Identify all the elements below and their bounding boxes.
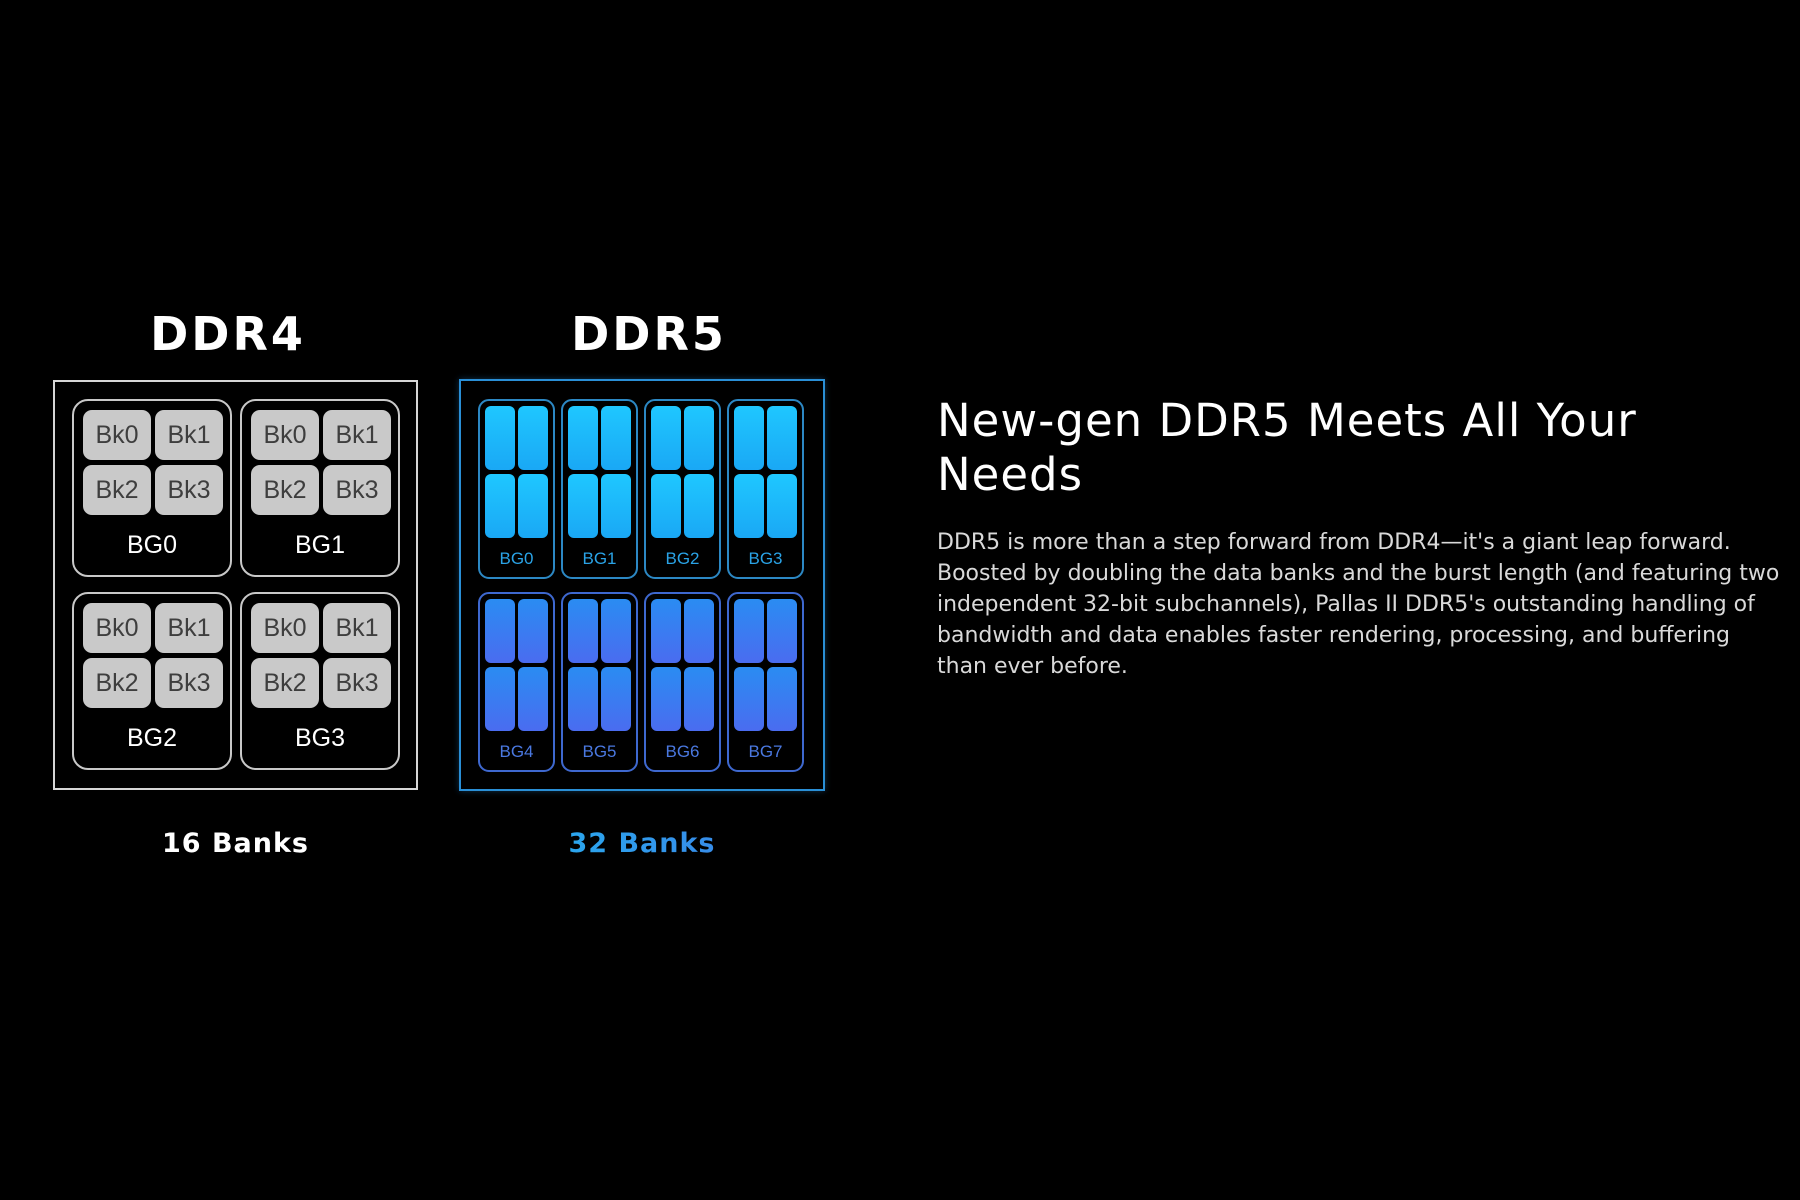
ddr5-bank-group-label: BG5 [582, 742, 617, 761]
ddr5-bank [734, 406, 764, 470]
ddr4-bank: Bk1 [323, 603, 391, 653]
ddr5-bank-group-label: BG0 [499, 549, 534, 568]
ddr4-bank-group-label: BG2 [126, 724, 178, 752]
ddr5-title: DDR5 [571, 307, 727, 361]
ddr5-bank [651, 667, 681, 731]
ddr5-bank [485, 406, 515, 470]
ddr5-bank [518, 667, 548, 731]
ddr5-bank [734, 667, 764, 731]
headline: New-gen DDR5 Meets All Your Needs [937, 394, 1637, 501]
ddr5-bank [518, 474, 548, 538]
ddr4-bank: Bk1 [155, 603, 223, 653]
ddr5-bank-group-label: BG2 [665, 549, 700, 568]
ddr5-bank [767, 599, 797, 663]
ddr5-bank [601, 599, 631, 663]
ddr4-bank-group-label: BG1 [294, 531, 346, 559]
ddr4-bank-group: Bk0 Bk1 Bk2 Bk3 BG0 [72, 399, 232, 577]
ddr5-bank [485, 599, 515, 663]
ddr5-bank [767, 474, 797, 538]
ddr5-bank [734, 474, 764, 538]
description-paragraph: DDR5 is more than a step forward from DD… [937, 530, 1780, 679]
ddr5-bank [601, 474, 631, 538]
ddr4-bank: Bk3 [323, 465, 391, 515]
ddr5-bank [518, 599, 548, 663]
ddr5-bank-group-label: BG1 [582, 549, 617, 568]
ddr5-bank [684, 599, 714, 663]
ddr5-bank [651, 406, 681, 470]
ddr5-bank-group-label: BG6 [665, 742, 700, 761]
ddr4-bank: Bk1 [323, 410, 391, 460]
ddr5-bank [684, 667, 714, 731]
ddr5-bank [485, 474, 515, 538]
ddr4-bank-count: 16 Banks [161, 828, 310, 859]
ddr4-bank: Bk0 [251, 410, 319, 460]
ddr5-bank [485, 667, 515, 731]
ddr5-bank-group: BG7 [727, 592, 804, 772]
ddr4-bank: Bk3 [323, 658, 391, 708]
ddr5-bank [684, 406, 714, 470]
ddr5-bank [767, 667, 797, 731]
ddr5-bank [767, 406, 797, 470]
ddr5-bank [568, 667, 598, 731]
ddr5-bank [568, 406, 598, 470]
ddr5-bank [651, 599, 681, 663]
ddr5-bank-count: 32 Banks [459, 822, 825, 866]
ddr4-bank: Bk3 [155, 465, 223, 515]
ddr4-bank: Bk0 [83, 410, 151, 460]
ddr5-bank-group-label: BG7 [748, 742, 783, 761]
ddr4-bank-group: Bk0 Bk1 Bk2 Bk3 BG2 [72, 592, 232, 770]
ddr5-bank-group: BG6 [644, 592, 721, 772]
ddr5-bank [601, 667, 631, 731]
ddr5-bank [684, 474, 714, 538]
ddr5-bank-group: BG1 [561, 399, 638, 579]
ddr5-bank-group: BG3 [727, 399, 804, 579]
ddr5-bank-group-label: BG4 [499, 742, 534, 761]
ddr5-bank-group: BG4 [478, 592, 555, 772]
ddr4-bank-group-label: BG0 [126, 531, 178, 559]
ddr4-title: DDR4 [150, 307, 306, 361]
ddr4-bank-group: Bk0 Bk1 Bk2 Bk3 BG3 [240, 592, 400, 770]
ddr4-bank-group: Bk0 Bk1 Bk2 Bk3 BG1 [240, 399, 400, 577]
ddr5-bank-group: BG5 [561, 592, 638, 772]
ddr5-bank-group: BG2 [644, 399, 721, 579]
ddr4-bank: Bk0 [251, 603, 319, 653]
ddr4-bank-diagram: Bk0 Bk1 Bk2 Bk3 BG0 Bk0 Bk1 Bk2 Bk3 BG1 … [53, 380, 418, 790]
ddr5-bank [601, 406, 631, 470]
ddr4-bank: Bk2 [251, 658, 319, 708]
ddr5-bank [651, 474, 681, 538]
ddr4-bank: Bk1 [155, 410, 223, 460]
ddr4-bank: Bk2 [83, 465, 151, 515]
ddr5-bank-diagram: BG0 BG1 BG2 BG3 BG4 [459, 379, 825, 791]
ddr5-bank [518, 406, 548, 470]
ddr5-bank-group: BG0 [478, 399, 555, 579]
ddr5-bank [568, 474, 598, 538]
ddr4-bank: Bk3 [155, 658, 223, 708]
ddr4-bank: Bk2 [251, 465, 319, 515]
ddr5-bank-group-label: BG3 [748, 549, 783, 568]
ddr4-bank: Bk0 [83, 603, 151, 653]
ddr5-bank [568, 599, 598, 663]
ddr4-bank: Bk2 [83, 658, 151, 708]
ddr4-bank-group-label: BG3 [294, 724, 346, 752]
ddr5-bank [734, 599, 764, 663]
